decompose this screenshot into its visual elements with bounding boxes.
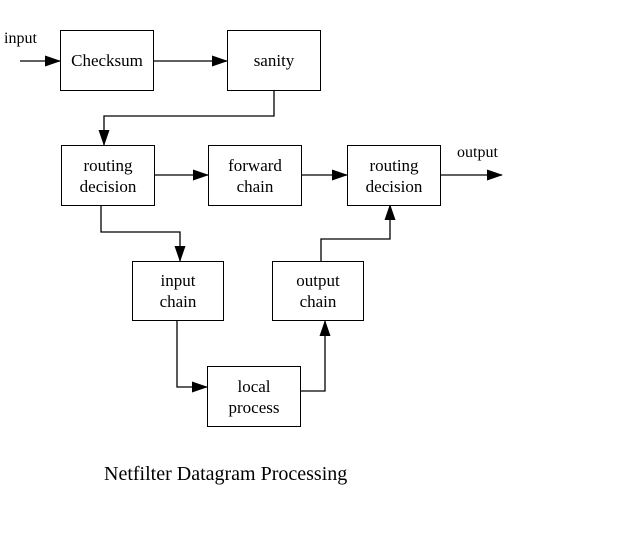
node-input-chain: input chain: [132, 261, 224, 321]
node-routing-decision-2-label: routing decision: [365, 155, 423, 196]
node-local-process: local process: [207, 366, 301, 427]
node-checksum: Checksum: [60, 30, 154, 91]
node-forward-chain-label: forward chain: [228, 155, 282, 196]
node-sanity-label: sanity: [253, 51, 295, 70]
node-routing-decision-2: routing decision: [347, 145, 441, 206]
node-routing-decision-1-label: routing decision: [79, 155, 137, 196]
diagram-caption: Netfilter Datagram Processing: [104, 463, 348, 485]
node-forward-chain: forward chain: [208, 145, 302, 206]
output-label: output: [457, 144, 498, 161]
node-output-chain-label: output chain: [296, 271, 340, 311]
node-local-process-label: local process: [228, 376, 280, 417]
node-checksum-label: Checksum: [71, 51, 143, 70]
edge-routing-1-to-input-chain: [100, 205, 186, 262]
edge-output-chain-to-routing-2: [320, 204, 396, 261]
edge-sanity-to-routing-decision-1: [98, 90, 275, 146]
node-input-chain-label: input chain: [159, 271, 197, 311]
input-label: input: [4, 30, 37, 47]
node-output-chain: output chain: [272, 261, 364, 321]
edge-local-process-to-output-chain: [300, 320, 331, 392]
node-sanity: sanity: [227, 30, 321, 91]
node-routing-decision-1: routing decision: [61, 145, 155, 206]
edge-input-chain-to-local-process: [176, 321, 208, 393]
